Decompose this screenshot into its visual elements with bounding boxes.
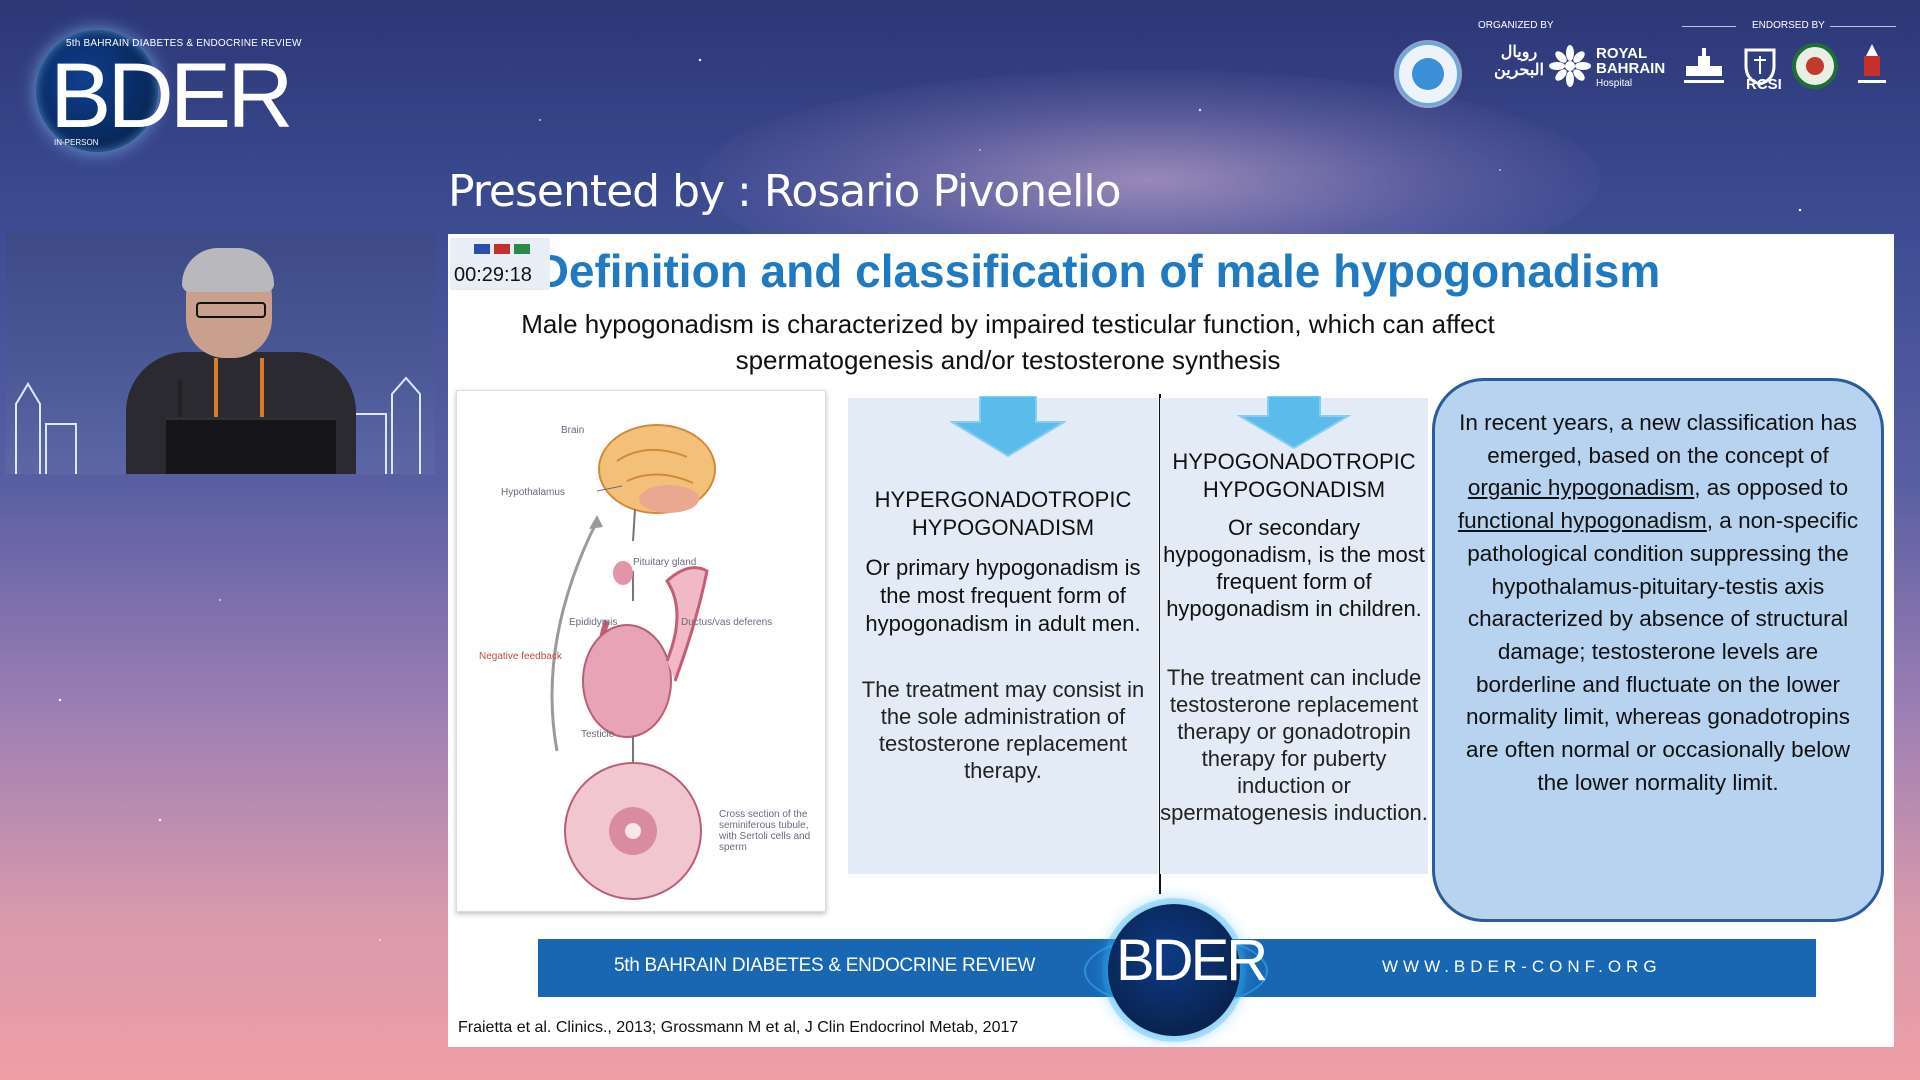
label-pituitary: Pituitary gland <box>633 557 697 568</box>
speaker-video-feed[interactable] <box>6 232 435 474</box>
hypogonadotropic-heading: HYPOGONADOTROPIC HYPOGONADISM <box>1172 449 1416 502</box>
info-text: In recent years, a new classification ha… <box>1457 407 1859 799</box>
label-negative-feedback: Negative feedback <box>479 651 562 662</box>
timer-value: 00:29:18 <box>454 264 532 286</box>
logo-in-person-label: IN-PERSON <box>54 138 99 147</box>
session-timer: 00:29:18 <box>450 238 550 290</box>
hypogonadotropic-description: Or secondary hypogonadism, is the most f… <box>1163 515 1425 621</box>
royal-line-3: Hospital <box>1596 78 1633 89</box>
label-ductus: Ductus/vas deferens <box>681 617 773 628</box>
medical-association-emblem-icon <box>1792 43 1838 89</box>
slide-subtitle: Male hypogonadism is characterized by im… <box>521 309 1495 375</box>
hypergonadotropic-column <box>848 398 1158 874</box>
podium-microphone <box>178 380 182 422</box>
speaker-glasses <box>196 302 266 318</box>
rcsi-crest-icon <box>1744 48 1776 86</box>
bahrain-medical-society-icon <box>1858 44 1886 83</box>
speaker-lanyard <box>214 358 264 418</box>
slide-title: Definition and classification of male hy… <box>535 245 1661 297</box>
functional-hypogonadism-link[interactable]: functional hypogonadism <box>1457 508 1707 534</box>
arabic-hospital-name: رويال البحرين <box>1494 44 1544 79</box>
podium <box>166 417 336 474</box>
flags-icon <box>474 244 530 254</box>
anatomy-illustration: Brain Hypothalamus Pituitary gland Epidi… <box>456 390 826 912</box>
arrow-down-icon <box>1236 396 1352 450</box>
royal-bahrain-hospital-name: ROYAL BAHRAIN Hospital <box>1596 46 1665 91</box>
sponsor-strip: ORGANIZED BY رويال البحرين ROYAL BAHRAIN… <box>1390 14 1900 106</box>
banner-logo-wordmark: BDER <box>1116 928 1268 993</box>
diabetes-society-icon <box>1684 48 1724 83</box>
rcsi-label: RCSI <box>1746 76 1782 93</box>
info-text-part-1: In recent years, a new classification ha… <box>1459 410 1857 468</box>
info-text-part-3: , a non-specific pathological condition … <box>1466 508 1859 795</box>
event-logo: 5th BAHRAIN DIABETES & ENDOCRINE REVIEW … <box>36 28 301 158</box>
hypergonadotropic-description: Or primary hypogonadism is the most freq… <box>865 555 1141 636</box>
label-hypothalamus: Hypothalamus <box>501 487 565 498</box>
slide-citation: Fraietta et al. Clinics., 2013; Grossman… <box>458 1019 1019 1036</box>
presentation-slide: Definition and classification of male hy… <box>448 234 1894 1047</box>
society-seal-icon <box>1396 42 1460 106</box>
hypergonadotropic-heading: HYPERGONADOTROPIC HYPOGONADISM <box>874 487 1132 540</box>
royal-line-2: BAHRAIN <box>1596 60 1666 77</box>
hpg-axis-diagram-icon <box>550 424 716 900</box>
arrow-down-icon <box>950 396 1066 458</box>
organized-by-label: ORGANIZED BY <box>1478 20 1554 31</box>
royal-bahrain-flower-icon <box>1549 45 1591 87</box>
hypogonadotropic-treatment: The treatment can include testosterone r… <box>1160 665 1428 825</box>
endorsed-divider-left <box>1682 26 1736 27</box>
endorsed-divider-right <box>1830 26 1896 27</box>
label-cross-section: Cross section of the seminiferous tubule… <box>719 809 811 853</box>
label-testicle: Testicle <box>581 729 615 740</box>
logo-wordmark: BDER <box>50 45 294 147</box>
banner-logo: BDER <box>1108 904 1268 1036</box>
label-epididymis: Epididymis <box>569 617 618 628</box>
logo-disc <box>36 30 158 152</box>
banner-website[interactable]: WWW.BDER-CONF.ORG <box>1382 957 1662 976</box>
banner-conference-name: 5th BAHRAIN DIABETES & ENDOCRINE REVIEW <box>614 955 1036 976</box>
info-text-part-2: , as opposed to <box>1694 475 1849 501</box>
label-brain: Brain <box>561 425 585 436</box>
organic-hypogonadism-link[interactable]: organic hypogonadism <box>1467 475 1695 501</box>
hypogonadotropic-column <box>1160 398 1428 874</box>
royal-line-1: ROYAL <box>1596 45 1648 62</box>
presenter-title: Presented by : Rosario Pivonello <box>448 166 1122 217</box>
speaker-hair <box>182 248 274 292</box>
endorsed-by-label: ENDORSED BY <box>1752 20 1825 31</box>
logo-tagline: 5th BAHRAIN DIABETES & ENDOCRINE REVIEW <box>66 38 302 49</box>
functional-hypogonadism-box: In recent years, a new classification ha… <box>1432 378 1884 922</box>
hypergonadotropic-treatment: The treatment may consist in the sole ad… <box>861 677 1145 783</box>
